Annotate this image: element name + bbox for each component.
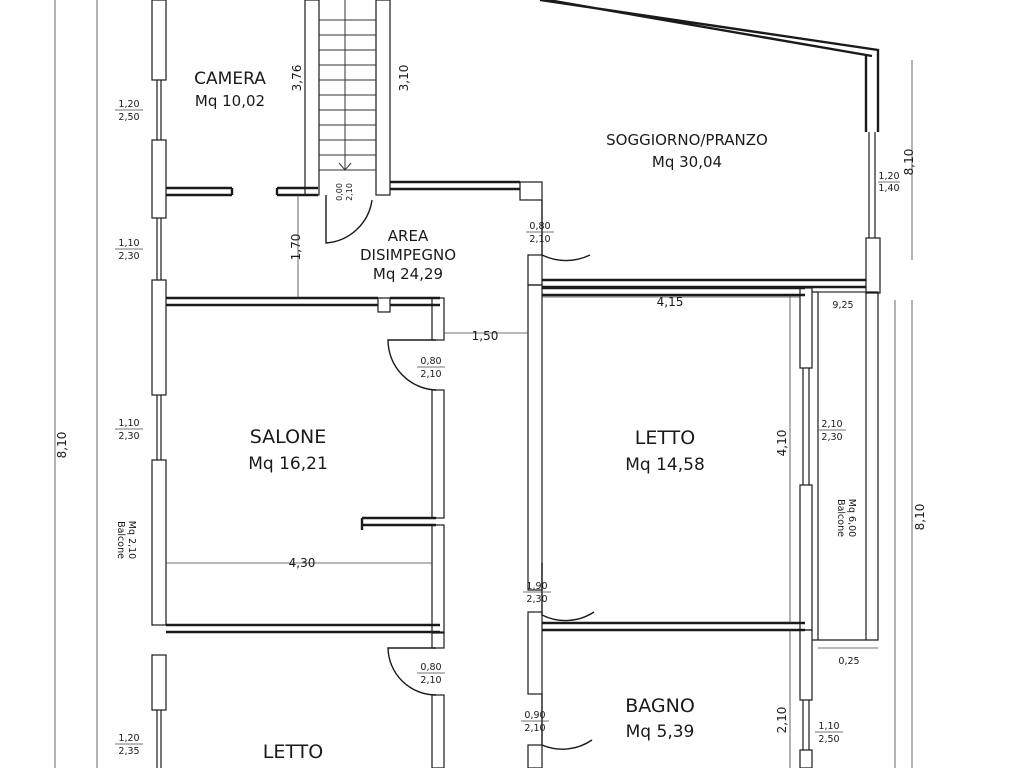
svg-text:1,10: 1,10 <box>818 721 839 732</box>
window-soggiorno-label: 1,20 1,40 <box>878 171 900 194</box>
letto-name: LETTO <box>635 427 695 449</box>
svg-text:1,90: 1,90 <box>526 581 547 592</box>
svg-text:2,10: 2,10 <box>821 419 842 430</box>
svg-text:0,80: 0,80 <box>420 356 441 367</box>
window-left-1-label: 1,20 2,50 <box>115 99 143 123</box>
dim-corridor-height: 1,70 <box>289 234 303 261</box>
balcony-left-line2: Mq 2,10 <box>126 521 137 559</box>
svg-text:1,40: 1,40 <box>878 183 899 194</box>
svg-text:2,10: 2,10 <box>524 723 545 734</box>
door-bagno-arc <box>541 694 593 750</box>
room-labels: CAMERA Mq 10,02 SOGGIORNO/PRANZO Mq 30,0… <box>194 69 768 763</box>
staircase <box>319 0 376 171</box>
svg-text:2,10: 2,10 <box>420 675 441 686</box>
exterior-dimension-lines <box>54 0 913 768</box>
balcony-right-line1: Balcone <box>835 499 846 537</box>
svg-text:1,20: 1,20 <box>118 733 139 744</box>
svg-text:0,90: 0,90 <box>524 710 545 721</box>
svg-text:2,50: 2,50 <box>118 112 139 123</box>
svg-text:2,30: 2,30 <box>118 251 139 262</box>
dimension-labels: 3,76 3,10 0,00 2,10 1,70 1,50 4,15 4,10 … <box>55 65 927 734</box>
dim-stair-level-2: 2,10 <box>345 183 354 201</box>
balcony-labels: Balcone Mq 2,10 Balcone Mq 6,00 <box>115 499 857 559</box>
dim-salone-width: 4,30 <box>289 556 316 570</box>
door-letto-bottom-label: 0,80 2,10 <box>417 662 445 686</box>
door-letto-bottom-arc <box>387 647 437 696</box>
dim-bagno-height: 2,10 <box>775 707 789 734</box>
svg-text:2,30: 2,30 <box>821 432 842 443</box>
door-letto-arc <box>541 563 595 622</box>
svg-text:2,50: 2,50 <box>818 734 839 745</box>
dim-overall-right-top: 8,10 <box>902 149 916 176</box>
disimpegno-name-1: AREA <box>388 227 429 245</box>
svg-text:1,10: 1,10 <box>118 418 139 429</box>
interior-dimension-lines <box>166 195 878 768</box>
dim-letto-height: 4,10 <box>775 430 789 457</box>
svg-text:2,30: 2,30 <box>526 594 547 605</box>
svg-text:2,35: 2,35 <box>118 746 139 757</box>
window-bagno-label: 1,10 2,50 <box>815 721 843 745</box>
svg-text:2,10: 2,10 <box>529 234 550 245</box>
balcony-right-line2: Mq 6,00 <box>846 499 857 537</box>
soggiorno-name: SOGGIORNO/PRANZO <box>606 131 768 149</box>
door-stair-arc <box>325 195 373 244</box>
dim-stair-level: 0,00 <box>335 183 344 201</box>
door-swings <box>325 195 595 750</box>
dim-stair-left: 3,76 <box>290 65 304 92</box>
door-salone-label: 0,80 2,10 <box>417 356 445 380</box>
door-letto-label: 1,90 2,30 <box>523 581 551 605</box>
soggiorno-area: Mq 30,04 <box>652 153 722 171</box>
left-exterior-wall <box>151 0 167 768</box>
svg-text:1,20: 1,20 <box>878 171 899 182</box>
dim-letto-width: 4,15 <box>657 295 684 309</box>
dim-corridor-width: 1,50 <box>472 329 499 343</box>
svg-text:2,30: 2,30 <box>118 431 139 442</box>
door-salone-arc <box>387 339 437 391</box>
camera-area: Mq 10,02 <box>195 92 265 110</box>
window-letto-label: 2,10 2,30 <box>818 419 846 443</box>
dim-gap-025: 0,25 <box>838 656 859 667</box>
svg-text:0,80: 0,80 <box>529 221 550 232</box>
dim-stair-right: 3,10 <box>397 65 411 92</box>
door-soggiorno-arc <box>541 200 591 262</box>
opening-labels: 1,20 2,50 1,10 2,30 1,10 2,30 1,20 2,35 … <box>115 99 900 757</box>
disimpegno-area: Mq 24,29 <box>373 265 443 283</box>
letto-area: Mq 14,58 <box>625 455 705 475</box>
disimpegno-name-2: DISIMPEGNO <box>360 246 456 264</box>
bagno-area: Mq 5,39 <box>626 722 695 742</box>
svg-text:2,10: 2,10 <box>420 369 441 380</box>
interior-walls <box>166 0 881 768</box>
salone-area: Mq 16,21 <box>248 454 328 474</box>
dim-overall-left: 8,10 <box>55 432 69 459</box>
dim-gap-925: 9,25 <box>832 300 853 311</box>
svg-text:1,10: 1,10 <box>118 238 139 249</box>
window-left-4-label: 1,20 2,35 <box>115 733 143 757</box>
camera-name: CAMERA <box>194 69 266 89</box>
window-left-3-label: 1,10 2,30 <box>115 418 143 442</box>
svg-text:0,80: 0,80 <box>420 662 441 673</box>
balcony-left-line1: Balcone <box>115 521 126 559</box>
bagno-name: BAGNO <box>625 695 695 717</box>
svg-text:1,20: 1,20 <box>118 99 139 110</box>
window-left-2-label: 1,10 2,30 <box>115 238 143 262</box>
salone-name: SALONE <box>250 426 327 448</box>
dim-overall-right-bottom: 8,10 <box>913 504 927 531</box>
door-soggiorno-label: 0,80 2,10 <box>526 221 554 245</box>
letto-bottom-name: LETTO <box>263 741 323 763</box>
door-bagno-label: 0,90 2,10 <box>521 710 549 734</box>
